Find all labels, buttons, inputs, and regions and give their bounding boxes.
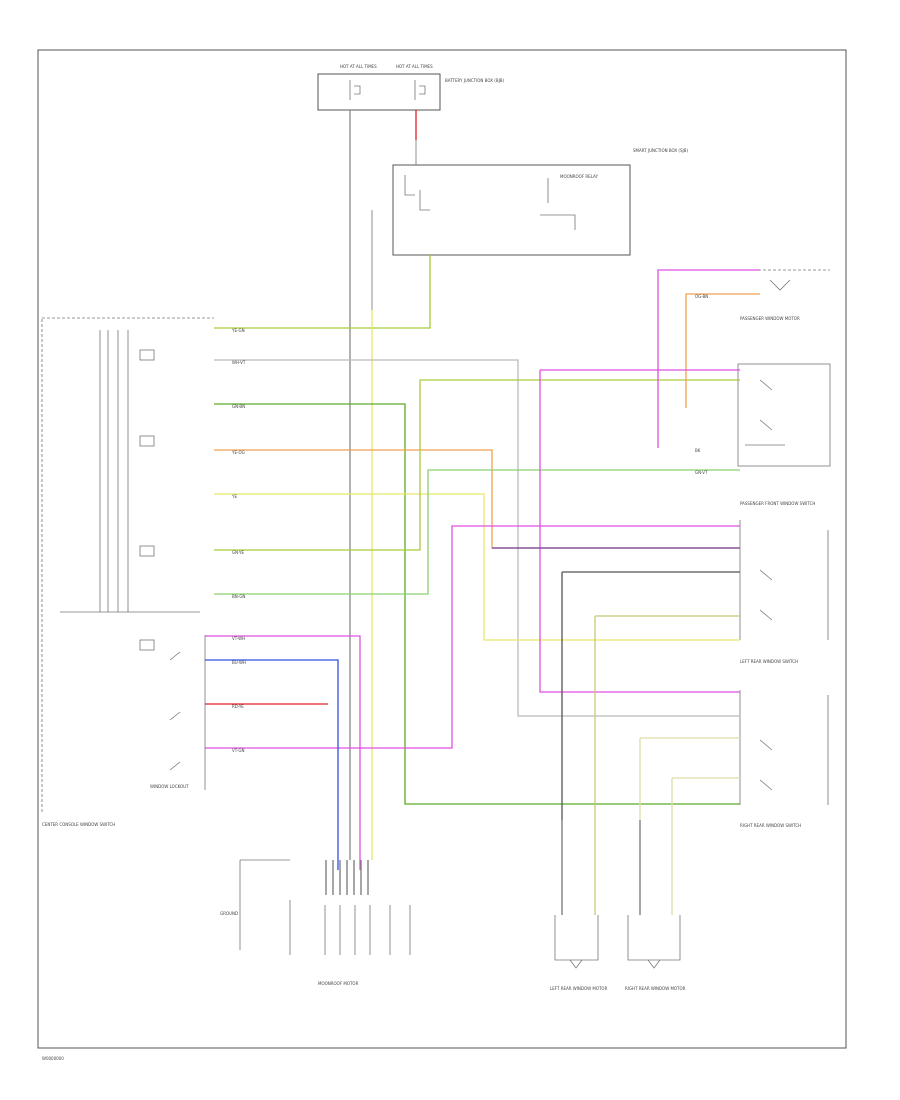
diagram-frame: [37, 49, 847, 1049]
wire-gnye: [214, 379, 740, 551]
hot-label-1: HOT AT ALL TIMES: [340, 64, 377, 69]
wire-darkgray: [561, 571, 740, 820]
hot-label-2: HOT AT ALL TIMES: [396, 64, 433, 69]
wire-bngn: [214, 469, 740, 595]
wire-yellowgreen-top: [214, 255, 431, 329]
lockout-label: WINDOW LOCKOUT: [150, 784, 189, 789]
wire-magenta-long: [539, 370, 740, 693]
center-console-label: CENTER CONSOLE WINDOW SWITCH: [42, 822, 115, 827]
wire-label-1: WH-VT: [232, 360, 246, 365]
wire-olive: [594, 615, 740, 820]
relay-label: MOONROOF RELAY: [560, 174, 598, 179]
wire-label-3: YE-OG: [231, 450, 245, 455]
wire-label-12: OG-BN: [695, 294, 708, 299]
wire-label-0: YE-GN: [231, 328, 245, 333]
left-rear-switch: LEFT REAR WINDOW SWITCH: [739, 520, 829, 664]
wire-light-ye: [639, 737, 740, 820]
wire-label-7: VT-WH: [232, 636, 245, 641]
wire-ye: [214, 493, 740, 641]
moonroof-motor: MOONROOF MOTOR: [289, 900, 411, 986]
wire-magenta-top: [657, 269, 760, 448]
wire-yeog: [214, 449, 740, 549]
moonroof-motor-label: MOONROOF MOTOR: [318, 981, 359, 986]
center-console-switch: CENTER CONSOLE WINDOW SWITCH WINDOW LOCK…: [41, 317, 214, 827]
wire-labels: YE-GN WH-VT GN-BN YE-OG YE GN-YE BN-GN V…: [231, 294, 708, 753]
bjb-label: BATTERY JUNCTION BOX (BJB): [445, 78, 504, 83]
smart-junction-box: SMART JUNCTION BOX (SJB) MOONROOF RELAY: [392, 148, 688, 256]
wires: [205, 110, 760, 915]
wire-label-2: GN-BN: [232, 404, 245, 409]
wire-blue-moonroof: [205, 659, 339, 870]
wire-gnbn: [214, 403, 740, 805]
left-rear-motor-label: LEFT REAR WINDOW MOTOR: [550, 986, 608, 991]
battery-junction-box: HOT AT ALL TIMES HOT AT ALL TIMES BATTER…: [317, 64, 504, 111]
wire-orange-top: [685, 293, 760, 408]
wire-label-10: VT-GN: [232, 748, 245, 753]
wire-whvt: [214, 359, 740, 717]
wire-label-6: BN-GN: [232, 594, 245, 599]
right-rear-motor-label: RIGHT REAR WINDOW MOTOR: [625, 986, 686, 991]
right-rear-switch: RIGHT REAR WINDOW SWITCH: [739, 690, 829, 828]
left-rear-label: LEFT REAR WINDOW SWITCH: [740, 659, 798, 664]
ground-component: GROUND: [220, 859, 290, 950]
wire-label-13: GN-VT: [695, 470, 708, 475]
wire-label-9: RD-YE: [232, 704, 244, 709]
passenger-front-switch: PASSENGER FRONT WINDOW SWITCH: [737, 363, 831, 506]
ground-label: GROUND: [220, 911, 238, 916]
right-rear-label: RIGHT REAR WINDOW SWITCH: [740, 823, 801, 828]
wire-pink-moonroof: [205, 635, 361, 870]
sjb-label: SMART JUNCTION BOX (SJB): [633, 148, 688, 153]
passenger-motor-label: PASSENGER WINDOW MOTOR: [740, 316, 800, 321]
diagram-id: W0000000: [42, 1056, 64, 1061]
right-rear-motor: RIGHT REAR WINDOW MOTOR: [625, 915, 686, 991]
wire-label-8: BU-WH: [232, 660, 246, 665]
wire-label-5: GN-YE: [232, 550, 245, 555]
left-rear-motor: LEFT REAR WINDOW MOTOR: [550, 915, 608, 991]
wire-label-11: BK: [695, 448, 701, 453]
wire-magenta-low: [205, 525, 740, 749]
wire-label-4: YE: [231, 494, 237, 499]
passenger-window-motor: PASSENGER WINDOW MOTOR: [738, 269, 830, 321]
passenger-front-label: PASSENGER FRONT WINDOW SWITCH: [740, 501, 815, 506]
